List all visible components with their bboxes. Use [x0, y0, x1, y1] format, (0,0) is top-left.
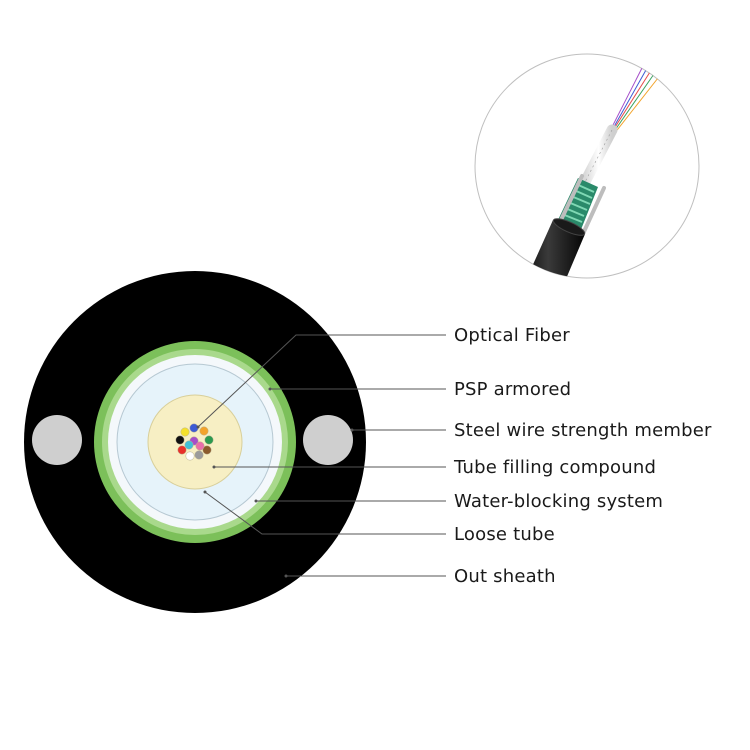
leader-loose-tube — [204, 491, 446, 535]
label-steel-wire-strength-member: Steel wire strength member — [454, 420, 712, 441]
inset-circle — [474, 53, 700, 279]
fiber — [177, 445, 187, 455]
fiber — [180, 427, 190, 437]
inset-jacket — [518, 220, 585, 278]
inset-loose-tube — [579, 124, 618, 188]
steel-wire-right — [303, 415, 353, 465]
fiber — [175, 435, 185, 445]
label-optical-fiber: Optical Fiber — [454, 325, 570, 346]
inset-steel-wire-left — [558, 174, 584, 224]
inset-steel-wire-right — [580, 186, 606, 238]
label-tube-filling-compound: Tube filling compound — [453, 457, 656, 478]
leader-lines — [197, 334, 446, 577]
steel-wire-left — [32, 415, 82, 465]
cable-inset-view — [474, 53, 700, 279]
fiber — [194, 450, 204, 460]
inset-fibers — [609, 67, 659, 135]
fiber — [185, 451, 195, 461]
fiber — [184, 440, 194, 450]
label-psp-armored: PSP armored — [454, 379, 571, 400]
fiber — [195, 441, 205, 451]
label-loose-tube: Loose tube — [454, 524, 555, 545]
fiber — [202, 445, 212, 455]
label-water-blocking-system: Water-blocking system — [454, 491, 663, 512]
leader-optical-fiber — [197, 334, 446, 428]
label-out-sheath: Out sheath — [454, 566, 556, 587]
fiber — [199, 426, 209, 436]
leader-dots — [196, 387, 354, 578]
fiber — [204, 435, 214, 445]
optical-fiber-bundle — [175, 423, 214, 461]
cable-cross-section — [24, 271, 366, 613]
